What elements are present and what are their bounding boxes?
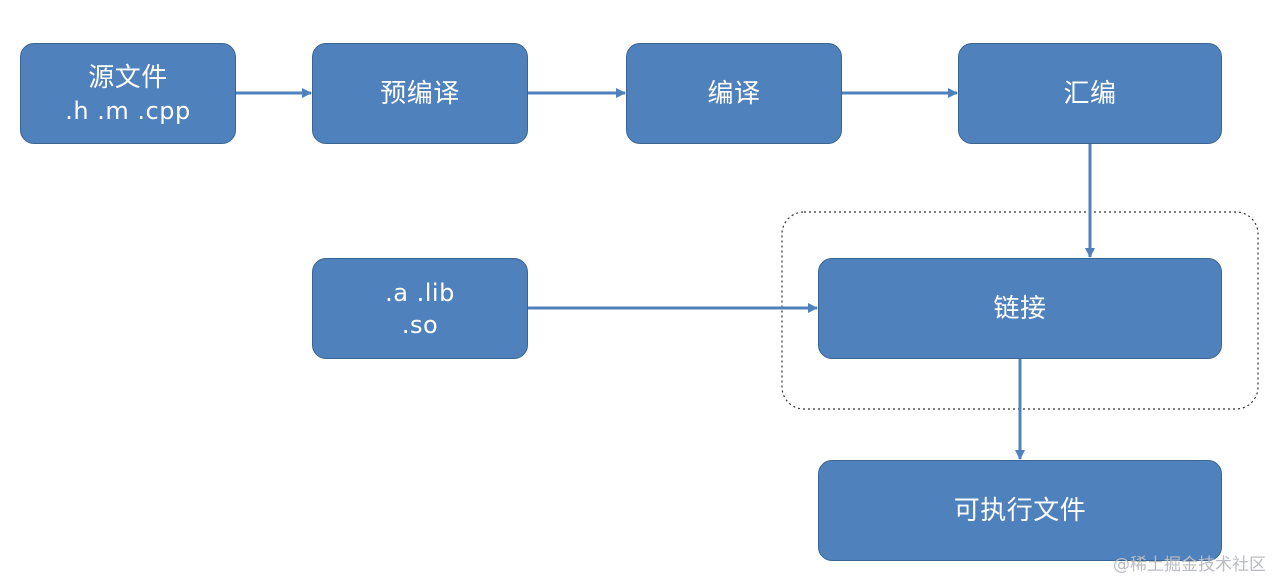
node-link-title: 链接: [993, 293, 1047, 324]
node-libraries: .a .lib .so: [312, 258, 528, 359]
node-libraries-line2: .so: [401, 310, 439, 339]
node-assemble: 汇编: [958, 43, 1222, 144]
node-preprocess-title: 预编译: [380, 78, 460, 109]
link-highlight-frame: [781, 211, 1259, 410]
node-executable: 可执行文件: [818, 460, 1222, 561]
node-source-title: 源文件: [88, 62, 168, 93]
node-compile-title: 编译: [707, 78, 761, 109]
node-source-extensions: .h .m .cpp: [65, 96, 191, 125]
node-libraries-line1: .a .lib: [385, 278, 455, 307]
node-compile: 编译: [626, 43, 842, 144]
node-preprocess: 预编译: [312, 43, 528, 144]
node-link: 链接: [818, 258, 1222, 359]
node-source-files: 源文件 .h .m .cpp: [20, 43, 236, 144]
node-executable-title: 可执行文件: [953, 495, 1087, 526]
watermark-text: @稀土掘金技术社区: [1113, 555, 1266, 575]
node-assemble-title: 汇编: [1063, 78, 1117, 109]
